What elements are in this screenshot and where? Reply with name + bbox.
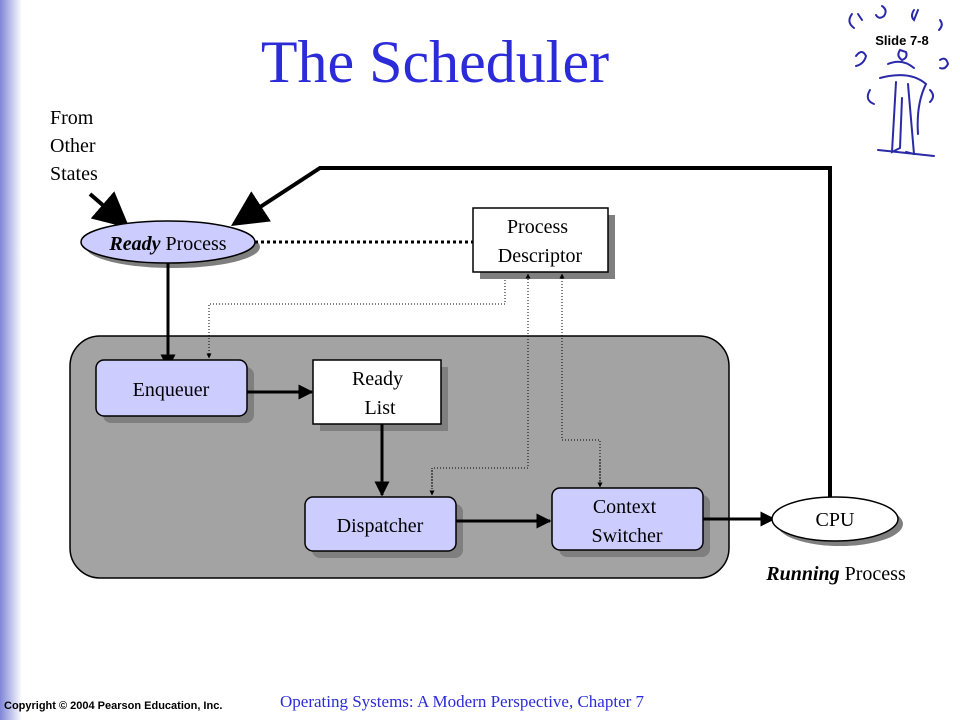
dispatcher-box (304, 496, 457, 552)
enqueuer-box (95, 359, 248, 417)
process-descriptor-label: Process Descriptor (498, 216, 583, 267)
dispatcher-label: Dispatcher (337, 515, 424, 537)
descriptor-to-enqueuer-dotted (206, 280, 506, 359)
ready-process-label: Ready Process (108, 233, 226, 255)
dispatcher-to-descriptor-dotted (431, 273, 531, 487)
running-process-label: Running Process (765, 563, 906, 585)
from-states-arrow (88, 191, 130, 229)
musician-logo-icon (848, 5, 950, 157)
cpu-return-line (230, 166, 832, 497)
ready-list-box (312, 359, 442, 425)
enqueuer-label: Enqueuer (133, 379, 210, 401)
slide-title: The Scheduler (260, 29, 610, 95)
from-other-states-label: From Other States (50, 107, 101, 185)
side-gradient-band (0, 0, 22, 720)
slide-number: Slide 7-8 (875, 33, 929, 48)
course-footer: Operating Systems: A Modern Perspective,… (280, 692, 645, 711)
switcher-to-descriptor-dotted (559, 273, 601, 487)
context-switcher-label: Context Switcher (591, 496, 662, 547)
ready-list-label: Ready List (352, 368, 408, 419)
copyright-footer: Copyright © 2004 Pearson Education, Inc. (4, 700, 223, 712)
cpu-label: CPU (816, 509, 855, 531)
process-descriptor-box (472, 207, 609, 273)
cpu-ellipse (771, 496, 899, 542)
